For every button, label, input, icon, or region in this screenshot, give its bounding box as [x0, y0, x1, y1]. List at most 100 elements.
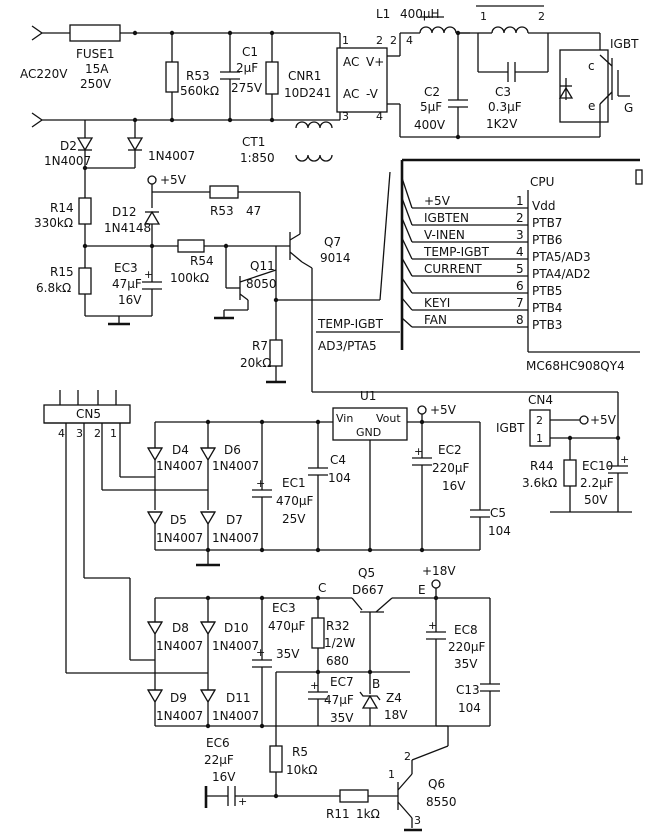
ct1-ratio: 1:850: [240, 151, 275, 165]
l1-pin4: 4: [406, 34, 413, 47]
inductor-l1: L1 400μH 2 4: [376, 7, 470, 47]
resistor-r32: R32 1/2W 680: [311, 598, 355, 672]
svg-text:+: +: [414, 445, 423, 458]
d12-part: 1N4148: [104, 221, 151, 235]
cpu-pin-net: V-INEN: [424, 228, 465, 242]
cpu-part: MC68HC908QY4: [526, 359, 625, 373]
bridge-pin1: 1: [342, 34, 349, 47]
ec3a-ref: EC3: [114, 261, 138, 275]
q11-ref: Q11: [250, 259, 275, 273]
l1-value: 400μH: [400, 7, 440, 21]
resistor-r54: R54 100kΩ: [170, 239, 290, 285]
svg-text:+: +: [620, 453, 629, 466]
cpu-pin-number: 5: [516, 262, 524, 276]
cpu-pin-net: FAN: [424, 313, 447, 327]
svg-text:+: +: [256, 646, 265, 659]
ac-input-label: AC220V: [20, 67, 68, 81]
bridge-ac1: AC: [343, 55, 359, 69]
capacitor-ec3-large: + EC3 470μF 35V: [252, 598, 306, 726]
svg-text:+: +: [238, 795, 247, 808]
d6-ref: D6: [224, 443, 241, 457]
bridge-pin3: 3: [342, 110, 349, 123]
cpu-pin-port: PTB6: [532, 233, 562, 247]
r32-power: 1/2W: [324, 636, 355, 650]
r14-ref: R14: [50, 201, 74, 215]
ec3a-voltage: 16V: [118, 293, 142, 307]
capacitor-ec6: + EC6 22μF 16V: [204, 736, 340, 808]
q7-part: 9014: [320, 251, 351, 265]
c5-value: 104: [488, 524, 511, 538]
cpu-pin-net: CURRENT: [424, 262, 482, 276]
fuse-voltage: 250V: [80, 77, 112, 91]
mains-input: AC220V: [20, 25, 340, 128]
cnr1-ref: CNR1: [288, 69, 321, 83]
cpu-pin-port: Vdd: [532, 199, 555, 213]
ec3b-value: 470μF: [268, 619, 306, 633]
resistor-r7: R7 20kΩ: [240, 300, 286, 384]
d7-part: 1N4007: [212, 531, 259, 545]
temp-net-pin: AD3/PTA5: [318, 339, 377, 353]
cn5-pin-label: 1: [110, 427, 117, 440]
ec7-ref: EC7: [330, 675, 354, 689]
ec3a-value: 47μF: [112, 277, 142, 291]
r53-ref: R53: [186, 69, 210, 83]
cpu-title: CPU: [530, 175, 554, 189]
resistor-r53b: R53 47: [152, 185, 301, 234]
r7-value: 20kΩ: [240, 356, 271, 370]
d5-part: 1N4007: [156, 531, 203, 545]
capacitor-ec8: + EC8 220μF 35V: [426, 598, 486, 726]
d10-part: 1N4007: [212, 639, 259, 653]
ec3b-ref: EC3: [272, 601, 296, 615]
d2-ref: D2: [60, 139, 77, 153]
cpu-pin-port: PTB5: [532, 284, 562, 298]
ec10-ref: EC10: [582, 459, 613, 473]
d8-part: 1N4007: [156, 639, 203, 653]
transistor-q5: Q5 D667: [351, 566, 436, 672]
r32-ref: R32: [326, 619, 350, 633]
ec1-voltage: 25V: [282, 512, 306, 526]
vcc-u1-label: +5V: [430, 403, 457, 417]
cpu-pin-number: 4: [516, 245, 524, 259]
ec6-ref: EC6: [206, 736, 230, 750]
capacitor-c2: C2 5μF 400V: [414, 33, 468, 137]
ec2-voltage: 16V: [442, 479, 466, 493]
d4-part: 1N4007: [156, 459, 203, 473]
cpu-pin-port: PTB4: [532, 301, 562, 315]
cn5-pin-label: 4: [58, 427, 65, 440]
cn4-pin1: 1: [536, 432, 543, 445]
ec7-voltage: 35V: [330, 711, 354, 725]
igbt-e-label: e: [588, 99, 595, 113]
q6-ref: Q6: [428, 777, 445, 791]
resistor-r15: R15 6.8kΩ: [36, 246, 92, 316]
q5-part: D667: [352, 583, 384, 597]
d3-part: 1N4007: [148, 149, 195, 163]
d2-part: 1N4007: [44, 154, 91, 168]
cpu-pin-port: PTB3: [532, 318, 562, 332]
cpu-pin-net: KEYI: [424, 296, 450, 310]
capacitor-c3: C3 0.3μF 1K2V: [478, 62, 548, 131]
c3-value: 0.3μF: [488, 100, 522, 114]
r5-value: 10kΩ: [286, 763, 317, 777]
transistor-q6: 1 2 3 Q6 8550: [388, 745, 457, 832]
cpu-pin-port: PTA4/AD2: [532, 267, 591, 281]
resistor-r11: R11 1kΩ: [326, 789, 398, 821]
capacitor-ec10: + EC10 2.2μF 50V: [580, 438, 629, 512]
cpu-pin-number: 8: [516, 313, 524, 327]
svg-text:+: +: [428, 619, 437, 632]
q7-ref: Q7: [324, 235, 341, 249]
r44-value: 3.6kΩ: [522, 476, 557, 490]
bridge-vplus: V+: [366, 55, 384, 69]
c2-value: 5μF: [420, 100, 442, 114]
coil-pin2: 2: [538, 10, 545, 23]
c4-value: 104: [328, 471, 351, 485]
fuse: FUSE1 15A 250V: [69, 24, 340, 91]
l1-ref: L1: [376, 7, 390, 21]
svg-text:+: +: [144, 268, 153, 281]
temp-net-name: TEMP-IGBT: [317, 317, 384, 331]
